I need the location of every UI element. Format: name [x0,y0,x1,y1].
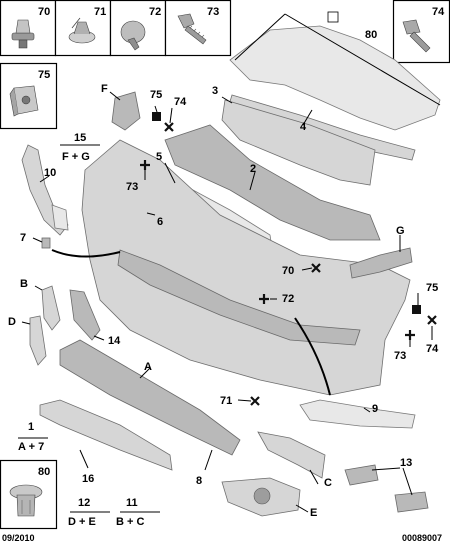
callout-D: D [8,316,16,328]
screw-74-icon [402,19,431,53]
callout-71: 71 [220,395,232,407]
callout-74-a: 74 [174,96,187,108]
callout-9: 9 [372,403,378,415]
fastener-73-marker-b [405,330,415,340]
part-1-lower-grille [59,339,241,456]
callout-E: E [310,507,317,519]
footer-reference: 00089007 [402,533,442,543]
fastener-box-70: 70 [0,0,57,57]
fastener-75-marker-a [152,112,161,121]
callout-75-a: 75 [150,89,162,101]
part-9-lamp-trim [299,399,416,429]
callout-3: 3 [212,85,218,97]
callout-8: 8 [196,475,202,487]
callout-14: 14 [108,335,121,347]
callout-80: 80 [365,29,377,41]
callout-10: 10 [44,167,56,179]
fastener-box-71: 71 [54,0,112,57]
part-F-bracket [111,91,141,131]
callout-72: 72 [282,293,294,305]
callout-1: 1 [28,421,34,433]
fastener-box-73: 73 [164,0,232,57]
clip-70-icon [11,19,35,49]
svg-text:70: 70 [38,6,50,18]
svg-text:73: 73 [207,6,219,18]
part-16-lower-beam [39,399,173,471]
leader-lines [18,91,433,513]
callout-16: 16 [82,473,94,485]
part-13-brackets [344,464,429,513]
part-A-grille-opening [117,249,361,346]
callout-15: 15 [74,132,86,144]
part-80-marker [327,11,339,23]
part-80-upper-cover [229,25,441,131]
part-7-clip [41,237,51,249]
svg-text:80: 80 [38,466,50,478]
clip-71-icon [68,17,96,44]
fastener-box-74: 74 [392,0,450,64]
screw-73-icon [177,13,207,45]
footer-date: 09/2010 [2,533,35,543]
callout-13: 13 [400,457,412,469]
fastener-75-marker-b [412,305,421,314]
callout-F-plus-G: F + G [62,151,90,163]
callout-11: 11 [126,497,138,509]
fastener-box-72: 72 [109,0,167,57]
rivet-80-icon [9,484,43,517]
callout-4: 4 [300,121,307,133]
callout-5: 5 [156,151,162,163]
callout-F: F [101,83,108,95]
callout-C: C [324,477,332,489]
callout-7: 7 [20,232,26,244]
callout-D-plus-E: D + E [68,516,96,528]
nut-75-icon [9,85,39,117]
callout-A: A [144,361,152,373]
callout-73-b: 73 [394,350,406,362]
callout-G: G [396,225,405,237]
fastener-72-marker [259,294,269,304]
svg-text:75: 75 [38,69,50,81]
part-G-bracket [349,247,413,279]
fastener-box-80: 80 [0,459,58,530]
callout-labels: 80 3 4 F 75 74 15 F + G 10 73 5 2 6 7 G … [8,29,439,528]
callout-B: B [20,278,28,290]
part-14-panel [69,289,101,341]
fastener-71-marker [250,396,260,406]
fastener-73-marker-a [140,160,150,170]
callout-70: 70 [282,265,294,277]
part-C-side-grille [257,431,326,479]
part-3-reinforcement [221,99,376,186]
fastener-box-75: 75 [0,62,58,130]
svg-text:71: 71 [94,6,106,18]
callout-74-b: 74 [426,343,439,355]
fastener-70-marker [311,263,321,273]
svg-text:74: 74 [432,6,445,18]
part-10-end-cap [51,204,69,231]
callout-75-b: 75 [426,282,438,294]
callout-6: 6 [157,216,163,228]
part-D-insert [29,315,47,366]
svg-text:72: 72 [149,6,161,18]
callout-B-plus-C: B + C [116,516,144,528]
callout-A-plus-7: A + 7 [18,441,44,453]
part-2-bracket-beam [164,124,381,241]
callout-2: 2 [250,163,256,175]
fastener-74-marker-b [427,315,437,325]
callout-73-a: 73 [126,181,138,193]
part-B-insert [41,285,61,331]
callout-12: 12 [78,497,90,509]
fastener-74-marker-a [164,122,174,132]
screw-72-icon [120,20,146,51]
